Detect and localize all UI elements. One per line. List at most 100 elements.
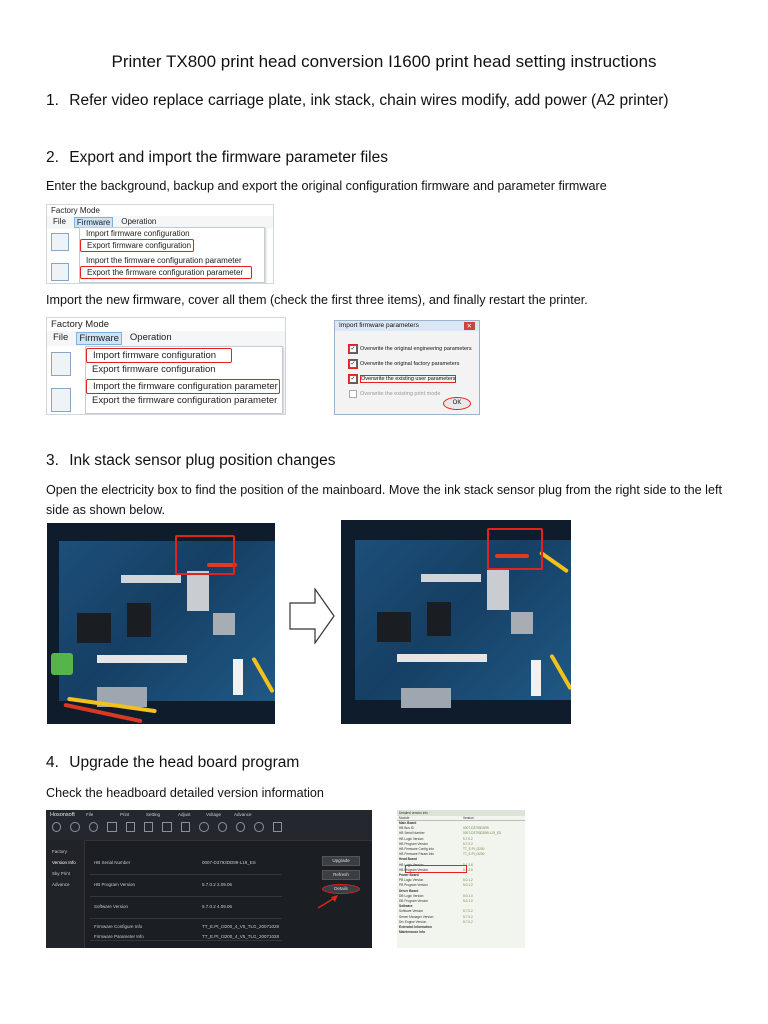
tool-icon[interactable] bbox=[143, 822, 154, 832]
tool-icon[interactable] bbox=[272, 822, 283, 832]
table-row: DB Logic Version 5.0.1.0 bbox=[397, 894, 525, 899]
tool-icon[interactable] bbox=[217, 822, 227, 832]
connector bbox=[121, 575, 181, 583]
table-cell-version: 5.0.1.2 bbox=[463, 878, 473, 883]
export-firmware-param-item[interactable]: Export the firmware configuration parame… bbox=[80, 266, 252, 279]
table-row: Power Board bbox=[397, 873, 525, 878]
info-row: Software Version 5.7.0.2 4.09.06 bbox=[90, 896, 282, 919]
table-cell-version: 5.1.2.6 bbox=[463, 862, 473, 867]
checkbox-factory[interactable]: ✓ bbox=[348, 359, 358, 369]
table-cell-module: Power Board bbox=[399, 873, 419, 878]
sidebar-item-factory[interactable]: Factory bbox=[52, 849, 68, 854]
menu-operation[interactable]: Operation bbox=[129, 332, 172, 343]
table-cell-version: 5.0.1.0 bbox=[463, 899, 473, 904]
sidebar-item-advance[interactable]: Advance bbox=[52, 882, 70, 887]
heatsink bbox=[187, 571, 209, 611]
pointer-arrow-icon bbox=[317, 895, 338, 909]
table-cell-version: 5.7.0.2 bbox=[463, 841, 473, 846]
checkbox-print-mode[interactable] bbox=[349, 390, 357, 398]
menu-file[interactable]: File bbox=[53, 217, 66, 226]
table-cell-module: DB Logic Version bbox=[399, 893, 424, 898]
tool-icon[interactable] bbox=[125, 822, 135, 832]
menu-adjust[interactable]: Adjust bbox=[178, 812, 191, 817]
menu-setting[interactable]: Setting bbox=[146, 812, 161, 817]
import-firmware-param-item[interactable]: Import the firmware configuration parame… bbox=[86, 256, 242, 265]
right-arrow-icon bbox=[289, 588, 335, 644]
section-1-text: Refer video replace carriage plate, ink … bbox=[69, 92, 669, 109]
white-connector bbox=[531, 660, 541, 696]
sensor-plug-highlight bbox=[175, 535, 235, 575]
chip bbox=[127, 603, 151, 637]
export-firmware-config-item[interactable]: Export firmware configuration bbox=[80, 239, 194, 252]
info-row: Firmware Parameter Info TT_E.Pt_I3200_4_… bbox=[90, 934, 282, 956]
checkbox-user[interactable]: ✓ bbox=[348, 374, 358, 384]
sidebar-item-sky-print[interactable]: Sky Print bbox=[52, 871, 71, 876]
details-button[interactable]: Details bbox=[322, 884, 360, 894]
option-label: Overwrite the existing user parameters bbox=[360, 375, 457, 383]
tool-icon[interactable] bbox=[52, 822, 62, 832]
table-cell-module: HB Bus ID bbox=[399, 826, 414, 831]
ok-button[interactable]: OK bbox=[443, 397, 471, 410]
tool-icon[interactable] bbox=[88, 822, 99, 832]
table-cell-version: 5.1.2.6 bbox=[463, 867, 473, 872]
option-label: Overwrite the original engineering param… bbox=[360, 346, 472, 352]
menu-file[interactable]: File bbox=[53, 332, 69, 343]
tool-icon[interactable] bbox=[162, 822, 172, 832]
menu-advance[interactable]: Advance bbox=[234, 812, 252, 817]
tool-icon[interactable] bbox=[235, 822, 246, 832]
menu-print[interactable]: Print bbox=[120, 812, 130, 817]
dialog-options: ✓ Overwrite the original engineering par… bbox=[335, 331, 479, 398]
refresh-button[interactable]: Refresh bbox=[322, 870, 360, 880]
table-cell-module: Main Board bbox=[399, 821, 417, 825]
menu-voltage[interactable]: Voltage bbox=[206, 812, 222, 817]
tool-icon[interactable] bbox=[180, 822, 191, 832]
table-cell-module: Drv Engine Version bbox=[399, 919, 427, 924]
menu-file[interactable]: File bbox=[86, 812, 94, 817]
section-3-number: 3. bbox=[46, 452, 59, 469]
import-firmware-config-item[interactable]: Import firmware configuration bbox=[86, 348, 232, 363]
section-3-title: Ink stack sensor plug position changes bbox=[69, 452, 336, 469]
table-cell-module: PB Logic Version bbox=[399, 878, 424, 883]
firmware-dropdown: Import firmware configuration Export fir… bbox=[79, 227, 265, 283]
table-row: Head Board bbox=[397, 857, 525, 862]
background-control bbox=[51, 263, 69, 281]
menu-firmware[interactable]: Firmware bbox=[76, 332, 122, 345]
export-firmware-param-item[interactable]: Export the firmware configuration parame… bbox=[92, 395, 278, 406]
table-cell-module: PB Program Version bbox=[399, 883, 428, 888]
section-2-heading: 2. Export and import the firmware parame… bbox=[46, 149, 388, 167]
info-value: 5.7.0.2 4.09.06 bbox=[202, 904, 233, 909]
close-icon[interactable]: ✕ bbox=[463, 322, 475, 330]
sidebar-item-version-info[interactable]: Version Info bbox=[52, 860, 76, 865]
info-label: Software Version bbox=[94, 904, 129, 909]
export-firmware-screenshot: Factory Mode File Firmware Operation Imp… bbox=[46, 204, 274, 284]
option-label: Overwrite the existing print mode bbox=[360, 391, 441, 397]
info-label: HB Serial Number bbox=[94, 860, 131, 865]
window-title: Factory Mode bbox=[51, 206, 100, 215]
table-cell-module: Extended Information bbox=[399, 925, 432, 930]
table-cell-module: Maintenance Info bbox=[399, 930, 426, 935]
tool-icon[interactable] bbox=[107, 822, 117, 832]
info-row: Firmware Configure Info TT_E.Pt_I3200_4_… bbox=[90, 918, 282, 941]
background-control bbox=[51, 352, 71, 376]
upgrade-button[interactable]: Upgrade bbox=[322, 856, 360, 866]
info-value: 0007-D3793DD99-L19_ES bbox=[202, 860, 256, 865]
tool-icon[interactable] bbox=[199, 822, 209, 832]
info-row: HB Serial Number 0007-D3793DD99-L19_ES bbox=[90, 852, 282, 875]
import-firmware-param-item[interactable]: Import the firmware configuration parame… bbox=[86, 379, 280, 394]
import-firmware-config-item[interactable]: Import firmware configuration bbox=[86, 229, 190, 238]
table-cell-version: 5.7.0.2 bbox=[463, 914, 473, 919]
table-row: Driver Board bbox=[397, 889, 525, 894]
checkbox-engineering[interactable]: ✓ bbox=[348, 344, 358, 354]
table-cell-version: 5.0.1.0 bbox=[463, 893, 473, 898]
tool-icon[interactable] bbox=[254, 822, 264, 832]
tool-icon[interactable] bbox=[70, 822, 80, 832]
menu-operation[interactable]: Operation bbox=[121, 217, 157, 226]
info-value: TT_E.Pt_I3200_4_V5_TLG_20071028 bbox=[202, 924, 280, 929]
export-firmware-config-item[interactable]: Export firmware configuration bbox=[92, 364, 216, 375]
table-cell-module: Software bbox=[399, 904, 413, 909]
section-4-title: Upgrade the head board program bbox=[69, 754, 300, 771]
